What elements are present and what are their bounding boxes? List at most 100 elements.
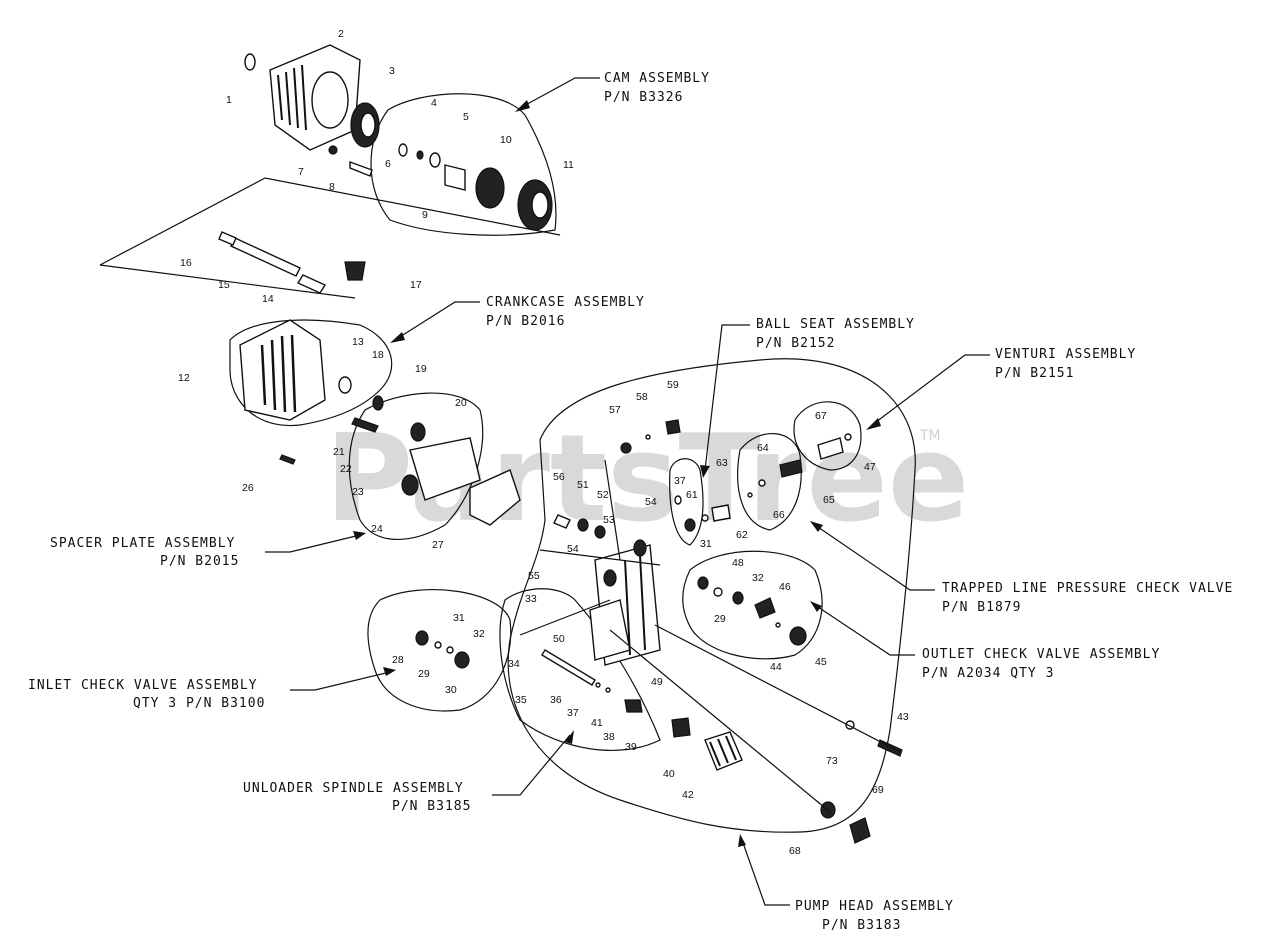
part-number: 63	[716, 457, 728, 469]
part-number: 53	[603, 514, 615, 526]
spacer-plate-assembly-pn: P/N B2015	[160, 554, 239, 569]
ball-seat-assembly-label: BALL SEAT ASSEMBLY	[756, 317, 915, 332]
leader-lines	[265, 77, 990, 906]
part-number: 36	[550, 694, 562, 706]
part-number: 45	[815, 656, 827, 668]
part-number: 5	[463, 111, 469, 123]
part-number: 15	[218, 279, 230, 291]
part-number: 48	[732, 557, 744, 569]
venturi-assembly-label: VENTURI ASSEMBLY	[995, 347, 1136, 362]
outlet-check-valve-label: OUTLET CHECK VALVE ASSEMBLY	[922, 647, 1160, 662]
part-number: 26	[242, 482, 254, 494]
part-number: 20	[455, 397, 467, 409]
part-number: 29	[418, 668, 430, 680]
part-number: 14	[262, 293, 274, 305]
part-number: 11	[563, 159, 574, 171]
part-number: 37	[674, 475, 686, 487]
part-number: 66	[773, 509, 785, 521]
pump-head-assembly-label: PUMP HEAD ASSEMBLY	[795, 899, 954, 914]
part-number: 19	[415, 363, 427, 375]
part-number: 57	[609, 404, 621, 416]
part-number: 1	[226, 94, 232, 106]
part-number: 8	[329, 181, 335, 193]
part-number: 4	[431, 97, 437, 109]
unloader-spindle-pn: P/N B3185	[392, 799, 471, 814]
part-number: 6	[385, 158, 391, 170]
part-number: 50	[553, 633, 565, 645]
part-number: 61	[686, 489, 698, 501]
part-number: 56	[553, 471, 565, 483]
part-number: 39	[625, 741, 637, 753]
part-number: 62	[736, 529, 748, 541]
trapped-line-valve-pn: P/N B1879	[942, 600, 1021, 615]
part-number: 10	[500, 134, 512, 146]
venturi-assembly-pn: P/N B2151	[995, 366, 1074, 381]
part-number: 34	[508, 658, 520, 670]
part-number: 2	[338, 28, 344, 40]
trademark: TM	[919, 428, 941, 444]
part-number: 23	[352, 486, 364, 498]
part-number-callouts: 1 2 3 4 5 6 7 8 9 10 11 12 13 14 15 16 1…	[178, 28, 909, 857]
pump-head-assembly-pn: P/N B3183	[822, 918, 901, 933]
part-number: 32	[752, 572, 764, 584]
crankcase-assembly-pn: P/N B2016	[486, 314, 565, 329]
cam-assembly-pn: P/N B3326	[604, 90, 683, 105]
part-number: 49	[651, 676, 663, 688]
part-number: 18	[372, 349, 384, 361]
part-number: 52	[597, 489, 609, 501]
part-drawings	[218, 44, 903, 844]
part-number: 7	[298, 166, 304, 178]
outlet-check-valve-pn: P/N A2034 QTY 3	[922, 666, 1054, 681]
crankcase-assembly-label: CRANKCASE ASSEMBLY	[486, 295, 645, 310]
part-number: 35	[515, 694, 527, 706]
part-number: 13	[352, 336, 364, 348]
part-number: 73	[826, 755, 838, 767]
cam-assembly-label: CAM ASSEMBLY	[604, 71, 710, 86]
part-number: 12	[178, 372, 190, 384]
part-number: 59	[667, 379, 679, 391]
part-number: 43	[897, 711, 909, 723]
part-number: 22	[340, 463, 352, 475]
part-number: 68	[789, 845, 801, 857]
assembly-labels: CAM ASSEMBLY P/N B3326 CRANKCASE ASSEMBL…	[28, 71, 1233, 933]
part-number: 51	[577, 479, 589, 491]
part-number: 54	[567, 543, 579, 555]
part-number: 9	[422, 209, 428, 221]
part-number: 65	[823, 494, 835, 506]
part-number: 33	[525, 593, 537, 605]
part-number: 54	[645, 496, 657, 508]
part-number: 31	[453, 612, 465, 624]
part-number: 58	[636, 391, 648, 403]
part-number: 40	[663, 768, 675, 780]
part-number: 44	[770, 661, 782, 673]
part-number: 21	[333, 446, 345, 458]
unloader-spindle-label: UNLOADER SPINDLE ASSEMBLY	[243, 781, 464, 796]
part-number: 3	[389, 65, 395, 77]
spacer-plate-assembly-label: SPACER PLATE ASSEMBLY	[50, 536, 235, 551]
part-number: 28	[392, 654, 404, 666]
part-number: 64	[757, 442, 769, 454]
part-number: 30	[445, 684, 457, 696]
inlet-check-valve-pn: QTY 3 P/N B3100	[133, 696, 265, 711]
part-number: 27	[432, 539, 444, 551]
part-number: 37	[567, 707, 579, 719]
part-number: 38	[603, 731, 615, 743]
part-number: 55	[528, 570, 540, 582]
group-outlines	[99, 93, 916, 833]
part-number: 41	[591, 717, 603, 729]
part-number: 47	[864, 461, 876, 473]
inlet-check-valve-label: INLET CHECK VALVE ASSEMBLY	[28, 678, 258, 693]
part-number: 16	[180, 257, 192, 269]
part-number: 32	[473, 628, 485, 640]
part-number: 46	[779, 581, 791, 593]
part-number: 31	[700, 538, 712, 550]
trapped-line-valve-label: TRAPPED LINE PRESSURE CHECK VALVE	[942, 581, 1233, 596]
part-number: 24	[371, 523, 383, 535]
part-number: 67	[815, 410, 827, 422]
part-number: 17	[410, 279, 422, 291]
part-number: 69	[872, 784, 884, 796]
part-number: 42	[682, 789, 694, 801]
ball-seat-assembly-pn: P/N B2152	[756, 336, 835, 351]
part-number: 29	[714, 613, 726, 625]
